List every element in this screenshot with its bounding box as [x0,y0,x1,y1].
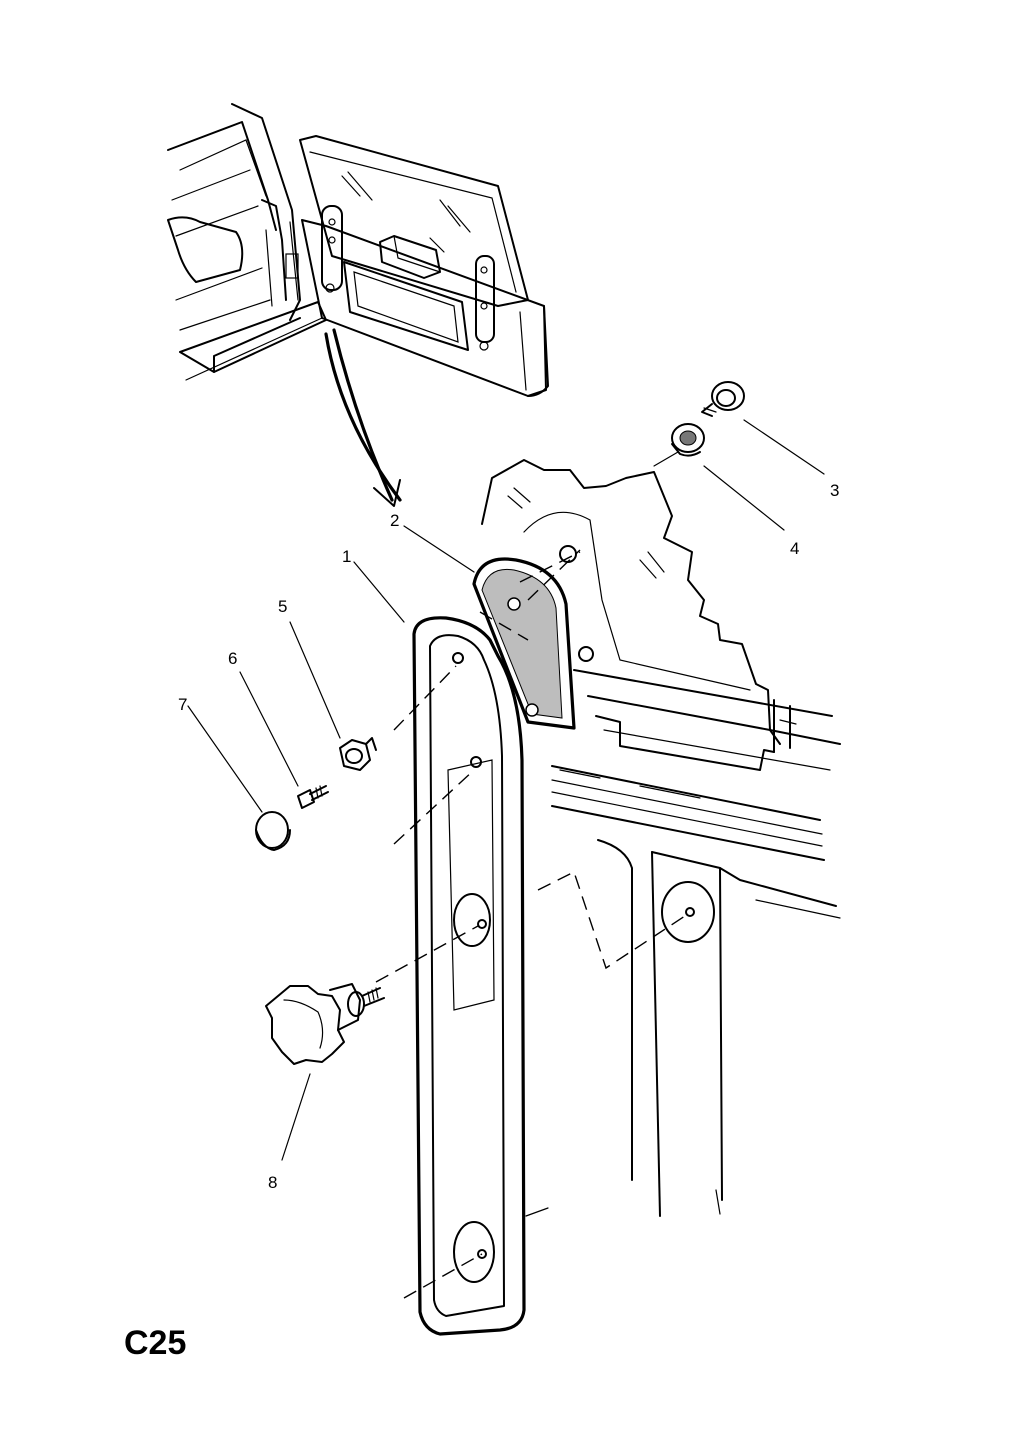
vehicle-rear-inset [167,103,549,507]
screw-part-6 [297,785,329,809]
callout-4: 4 [790,539,800,558]
grommet-part-4 [671,423,705,457]
callout-6: 6 [228,649,238,668]
knob-part-8 [265,983,385,1065]
seal-plate-part [472,545,594,730]
grommet-part-3 [701,381,745,417]
callout-1: 1 [342,547,352,566]
callout-8: 8 [268,1173,278,1192]
seal-strip-part [375,551,581,1336]
callout-7: 7 [178,695,188,714]
page-code: C25 [124,1324,187,1362]
nut-part-5 [339,737,377,771]
cap-part-7 [255,811,291,851]
side-window-panel [481,459,841,1217]
callout-5: 5 [278,597,288,616]
callout-3: 3 [830,481,840,500]
callout-2: 2 [390,511,400,530]
leader-lines [187,419,825,1161]
